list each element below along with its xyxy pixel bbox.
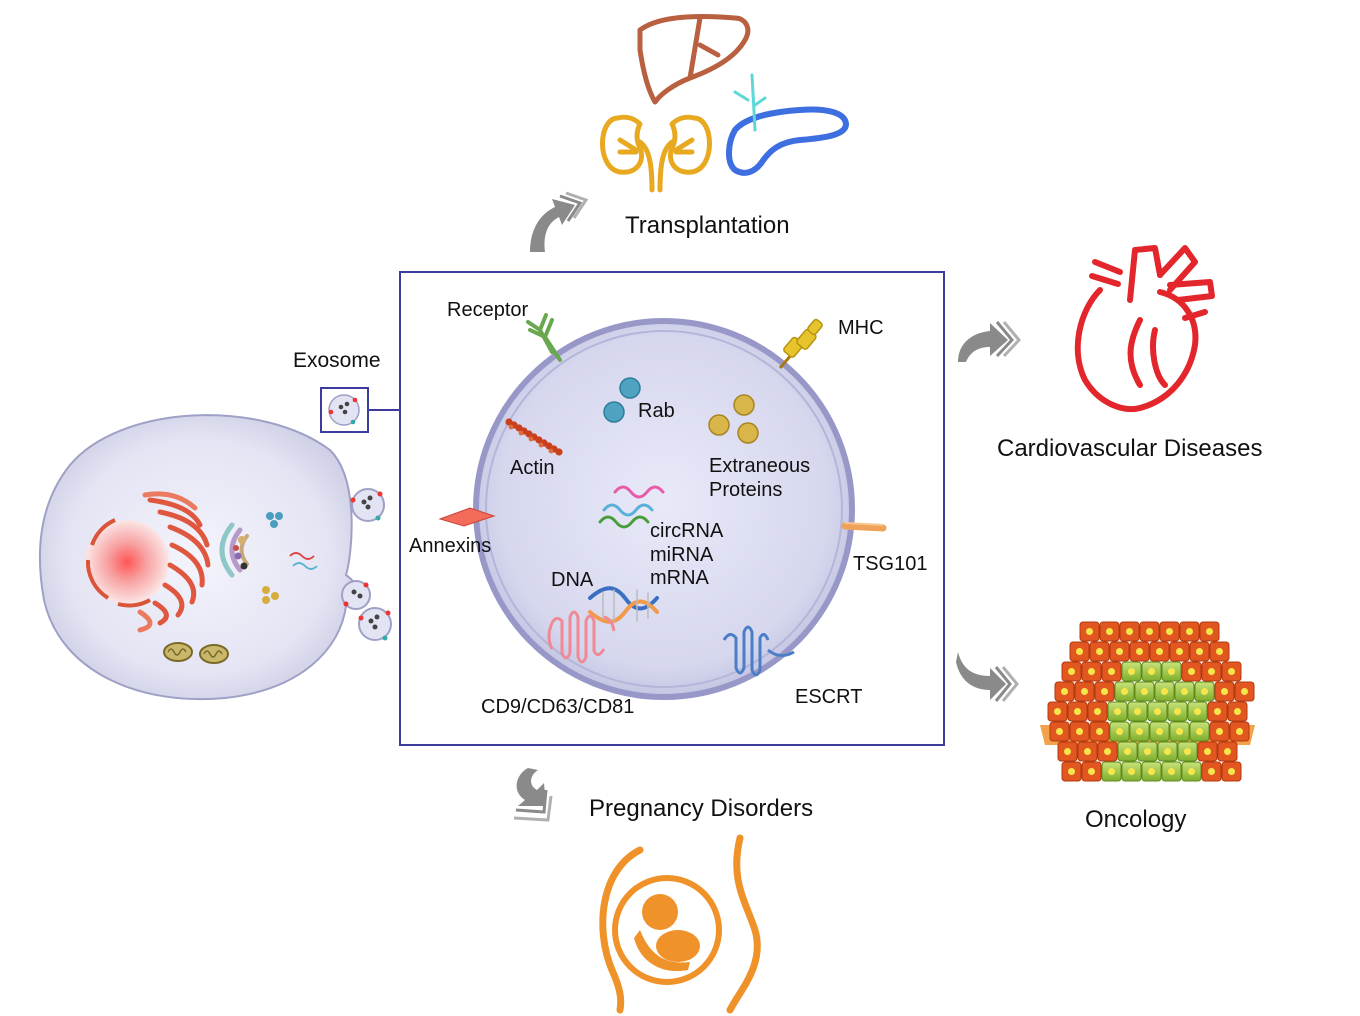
exosome-zoom-callout [320, 387, 400, 433]
tetraspanin-icon [547, 610, 616, 664]
escrt-icon [722, 625, 795, 677]
tetraspanins-label: CD9/CD63/CD81 [481, 696, 635, 718]
golgi-apparatus [219, 522, 249, 578]
extraneous-proteins-icon [708, 394, 759, 444]
transplantation-label: Transplantation [625, 212, 790, 239]
rna-strands-icon [598, 485, 665, 529]
cell-nucleic-acids [289, 552, 318, 570]
parent-cell [38, 414, 359, 701]
released-exosomes [341, 488, 392, 641]
receptor-label: Receptor [447, 299, 529, 321]
mhc-icon [778, 318, 823, 369]
pancreas-icon [726, 73, 849, 176]
tsg101-icon [841, 522, 887, 532]
exosome-detail-panel [399, 271, 945, 746]
actin-label: Actin [510, 457, 555, 479]
dna-icon [588, 586, 659, 624]
mhc-label: MHC [838, 317, 884, 339]
vesicle-cluster-gold [262, 586, 279, 604]
mrna-label: mRNA [650, 567, 709, 590]
oncology-label: Oncology [1085, 806, 1187, 833]
liver-icon [637, 13, 751, 105]
annexins-label: Annexins [409, 535, 492, 557]
circrna-label: circRNA [650, 520, 724, 542]
actin-icon [505, 418, 563, 456]
vesicle-cluster-blue [266, 512, 283, 528]
exosome-label: Exosome [293, 349, 381, 372]
annexins-icon [438, 507, 496, 527]
endoplasmic-reticulum [137, 491, 211, 633]
tsg101-label: TSG101 [853, 553, 928, 575]
arrow-to-oncology [956, 652, 1019, 702]
receptor-icon [526, 313, 562, 362]
kidneys-icon [600, 114, 712, 193]
mirna-label: miRNA [650, 543, 714, 566]
pregnancy-label: Pregnancy Disorders [589, 795, 814, 822]
mitochondria [163, 642, 229, 664]
heart-icon [1074, 245, 1215, 412]
escrt-label: ESCRT [795, 686, 863, 708]
extraneous-proteins-line1: Extraneous [709, 455, 811, 477]
rab-label: Rab [638, 400, 675, 422]
tumor-tissue-icon [1040, 621, 1255, 782]
rna-labels: circRNA miRNA mRNA [650, 520, 723, 591]
cardiovascular-label: Cardiovascular Diseases [997, 435, 1263, 462]
arrow-to-transplantation [530, 191, 589, 252]
extraneous-proteins-line2: Proteins [709, 478, 783, 501]
dna-label: DNA [551, 569, 594, 591]
nucleus [85, 518, 169, 608]
extraneous-proteins-label: Extraneous Proteins [709, 455, 810, 502]
arrow-to-cardiovascular [958, 321, 1022, 362]
rab-icon [603, 377, 641, 423]
pregnancy-icon [599, 834, 761, 1014]
arrow-to-pregnancy [513, 768, 553, 822]
